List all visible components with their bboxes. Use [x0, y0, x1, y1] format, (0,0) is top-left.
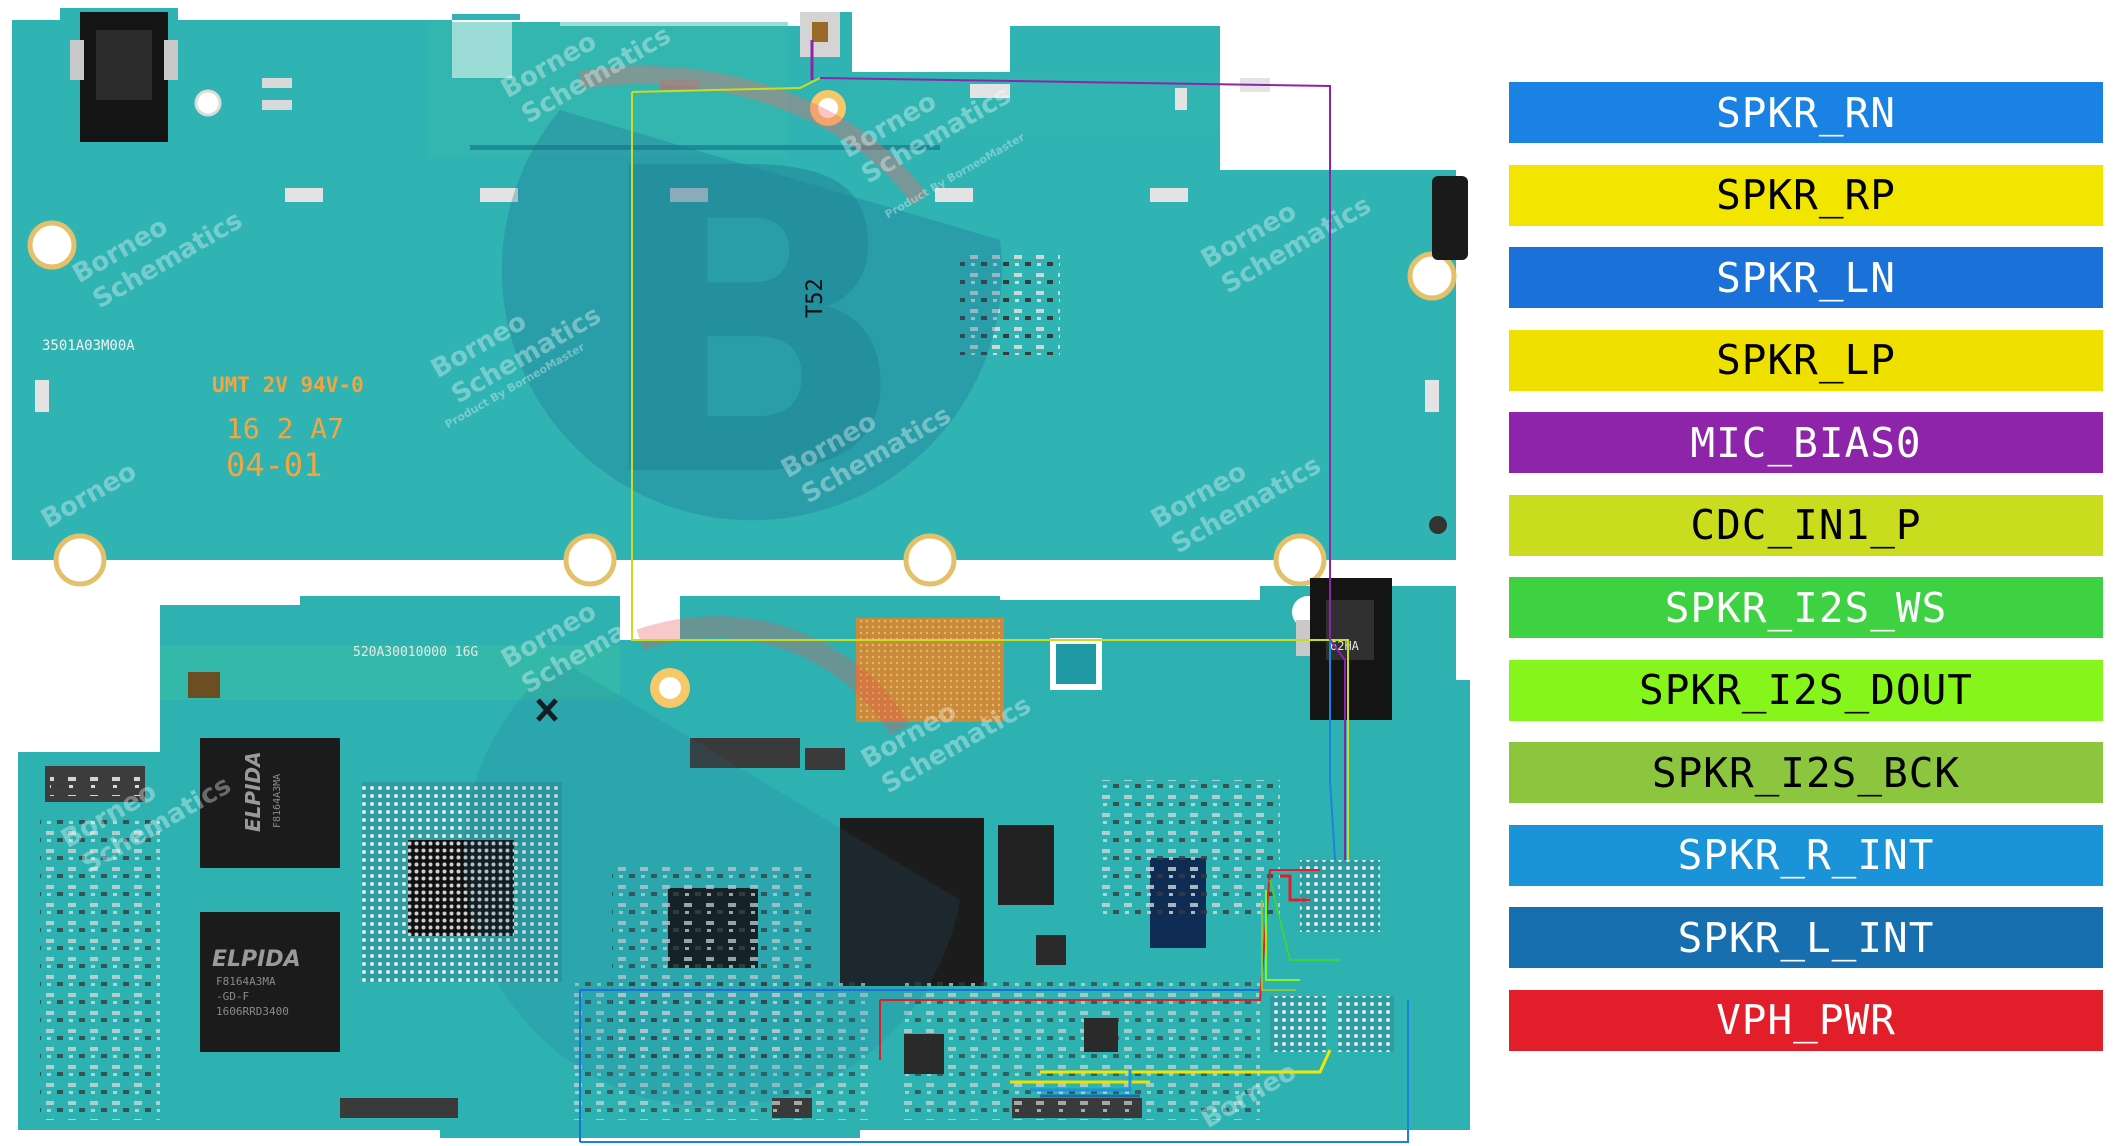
trace-cdc-in1-p-2 — [631, 77, 821, 93]
legend-label: SPKR_RN — [1716, 88, 1896, 137]
signal-traces — [579, 40, 1409, 1143]
legend-label: SPKR_I2S_WS — [1664, 583, 1948, 632]
trace-spkr-rn-2 — [1329, 640, 1336, 861]
umt-rating: UMT 2V 94V-0 — [212, 373, 364, 397]
top-board-code: 3501A03M00A — [42, 338, 135, 354]
ram-top-brand: ELPIDA — [241, 751, 265, 832]
legend-item: SPKR_LN — [1509, 247, 2103, 308]
legend-label: SPKR_I2S_DOUT — [1639, 666, 1973, 714]
trace-spkr-i2s-ws — [1269, 879, 1340, 961]
legend-item: MIC_BIAS0 — [1509, 412, 2103, 473]
pcb-diagram: B — [12, 8, 1470, 1143]
trace-spkr-ln — [579, 989, 1270, 1142]
legend-item: VPH_PWR — [1509, 989, 2103, 1051]
legend-item: SPKR_I2S_BCK — [1509, 742, 2103, 803]
svg-text:B: B — [590, 81, 910, 570]
ram-top-part: F8164A3MA — [272, 774, 283, 828]
trace-vph-pwr-3 — [1280, 874, 1310, 902]
legend-label: SPKR_I2S_BCK — [1651, 748, 1961, 797]
ram-bottom-brand: ELPIDA — [212, 947, 301, 972]
trace-spkr-rp — [1040, 1049, 1332, 1074]
legend-item: SPKR_RP — [1509, 164, 2103, 226]
date-code-a: 16 2 A7 — [226, 412, 344, 445]
legend-label: SPKR_L_INT — [1677, 913, 1935, 962]
ram-bottom-lot: 1606RRD3400 — [216, 1005, 289, 1018]
legend-item: SPKR_RN — [1509, 82, 2103, 143]
trace-spkr-r-int — [1030, 1070, 1132, 1092]
legend-label: SPKR_LN — [1716, 253, 1896, 302]
legend-item: SPKR_R_INT — [1509, 824, 2103, 886]
legend-label: SPKR_LP — [1716, 336, 1896, 384]
legend-item: CDC_IN1_P — [1509, 494, 2103, 556]
legend-item: SPKR_LP — [1509, 329, 2103, 391]
legend-item: SPKR_L_INT — [1509, 907, 2103, 968]
ram-bottom-sub: -GD-F — [216, 990, 249, 1003]
legend-item: SPKR_I2S_DOUT — [1509, 659, 2103, 721]
watermark-logo-top: B — [501, 66, 1002, 570]
legend-item: SPKR_I2S_WS — [1509, 577, 2103, 638]
trace-spkr-rn — [580, 1000, 1409, 1143]
trace-spkr-i2s-dout — [1265, 890, 1300, 981]
trace-spkr-i2s-bck — [1261, 900, 1296, 991]
top-board — [12, 8, 1468, 587]
bottom-board — [18, 578, 1470, 1138]
watermark-logo-bottom — [463, 616, 960, 1108]
legend-label: SPKR_R_INT — [1677, 831, 1935, 879]
legend-label: SPKR_RP — [1716, 171, 1896, 219]
trace-cdc-in1-p — [631, 92, 1349, 860]
ram-bottom-part: F8164A3MA — [216, 975, 276, 988]
legend-label: MIC_BIAS0 — [1690, 418, 1922, 467]
date-code-b: 04-01 — [226, 446, 322, 484]
legend-label: VPH_PWR — [1716, 996, 1896, 1044]
legend-label: CDC_IN1_P — [1690, 501, 1922, 549]
t52-label: T52 — [803, 278, 828, 318]
bottom-board-code: 520A30010000 16G — [353, 645, 478, 660]
